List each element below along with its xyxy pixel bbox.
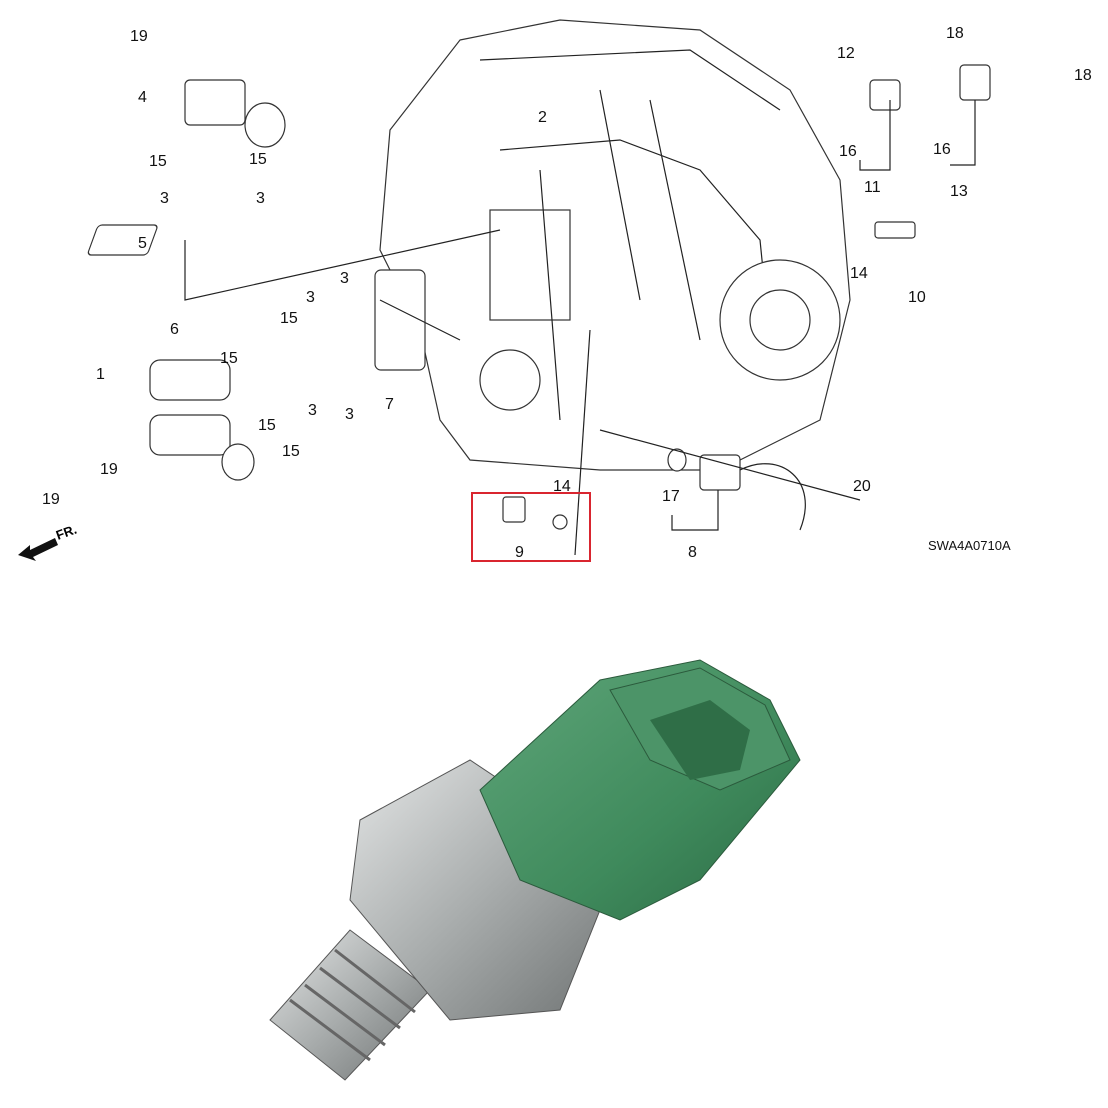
- callout: 15: [280, 310, 298, 327]
- callout-labels: 19 4 15 15 3 3 5 2 12 18 18 16 16 11 13 …: [42, 25, 1092, 561]
- callout: 15: [282, 443, 300, 460]
- callout: 7: [385, 396, 394, 413]
- callout: 18: [1074, 67, 1092, 84]
- callout: 10: [908, 289, 926, 306]
- callout: 1: [96, 366, 105, 383]
- callout: 4: [138, 89, 147, 106]
- sensor-connector: [479, 659, 801, 921]
- callout: 9: [515, 544, 524, 561]
- callout: 3: [160, 190, 169, 207]
- callout: 14: [850, 265, 868, 282]
- callout: 15: [258, 417, 276, 434]
- callout: 16: [839, 143, 857, 160]
- callout: 3: [340, 270, 349, 287]
- callout: 18: [946, 25, 964, 42]
- callout: 14: [553, 478, 571, 495]
- callout: 3: [345, 406, 354, 423]
- parts-diagram: 19 4 15 15 3 3 5 2 12 18 18 16 16 11 13 …: [18, 19, 1092, 562]
- callout: 6: [170, 321, 179, 338]
- leader-lines: [184, 100, 976, 556]
- callout: 3: [306, 289, 315, 306]
- callout: 8: [688, 544, 697, 561]
- callout: 15: [149, 153, 167, 170]
- pressure-switch-photo: [269, 659, 801, 1081]
- diagram-code: SWA4A0710A: [928, 538, 1011, 553]
- callout: 19: [42, 491, 60, 508]
- callout: 13: [950, 183, 968, 200]
- callout: 11: [864, 179, 881, 196]
- callout: 3: [308, 402, 317, 419]
- callout: 16: [933, 141, 951, 158]
- callout: 15: [249, 151, 267, 168]
- callout: 2: [538, 109, 547, 126]
- callout: 19: [100, 461, 118, 478]
- callout: 20: [853, 478, 871, 495]
- solenoid-parts: [87, 64, 991, 531]
- callout: 12: [837, 45, 855, 62]
- callout: 5: [138, 235, 147, 252]
- callout: 3: [256, 190, 265, 207]
- highlight-box: [471, 492, 591, 562]
- callout: 19: [130, 28, 148, 45]
- front-label: FR.: [54, 522, 79, 543]
- callout: 15: [220, 350, 238, 367]
- transmission-case: [374, 19, 851, 471]
- front-arrow-icon: FR.: [18, 522, 79, 561]
- callout: 17: [662, 488, 680, 505]
